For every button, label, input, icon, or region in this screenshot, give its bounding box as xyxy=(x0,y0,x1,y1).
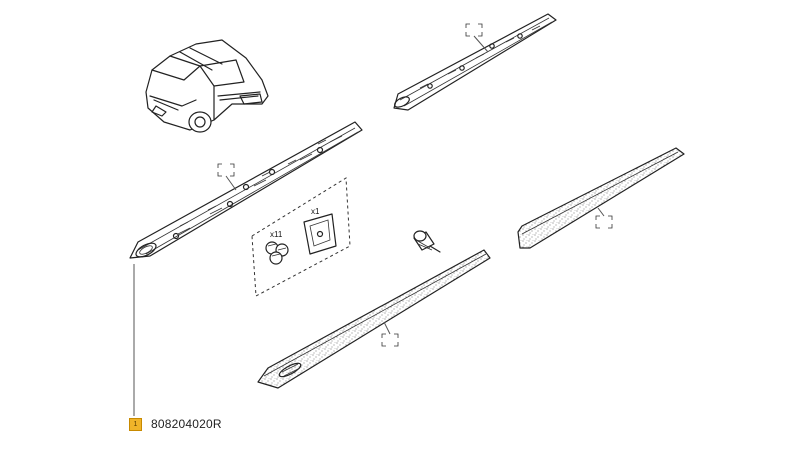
box-callout-icon xyxy=(217,23,613,347)
trim-strip-upper xyxy=(393,13,557,111)
clip-kit-group: x11 x1 xyxy=(251,177,351,297)
moulding-lower xyxy=(257,249,491,389)
car-overview-icon xyxy=(145,39,269,133)
part-number[interactable]: 808204020R xyxy=(151,417,222,431)
push-clip-icon xyxy=(413,230,441,253)
quantity-bracket-label: x1 xyxy=(311,207,320,216)
quantity-clip-label: x11 xyxy=(270,230,283,239)
moulding-right xyxy=(517,147,685,249)
reference-badge[interactable]: 1 xyxy=(129,417,142,431)
bracket-clip-icon xyxy=(303,213,337,255)
reference-row: 1 808204020R xyxy=(129,417,222,431)
trim-strip-left xyxy=(129,121,363,259)
spiral-clip-icon xyxy=(265,241,289,265)
